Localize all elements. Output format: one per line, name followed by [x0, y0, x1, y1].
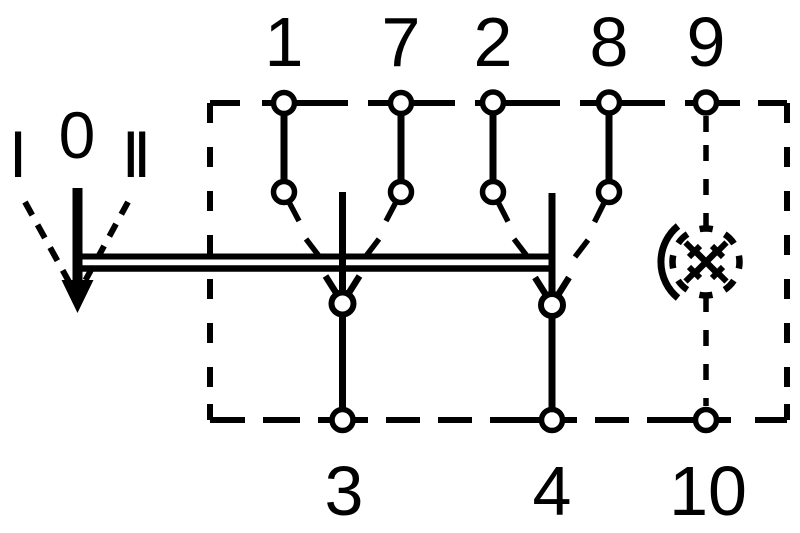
terminal-3-fork-right-prong [345, 274, 363, 296]
arrow-shaft [72, 188, 83, 285]
pole-terminal-4: 4 [532, 193, 572, 530]
terminal-3-label: 3 [325, 452, 364, 530]
position-indicator: I 0 II [9, 98, 153, 313]
position-label-I: I [9, 117, 27, 191]
lamp-spoke-se [715, 270, 729, 284]
lamp-spoke-sw [683, 270, 697, 284]
terminal-7-arm-dash [363, 237, 382, 258]
terminal-2-arm-dash [511, 237, 530, 258]
terminal-4-fork-left-prong [532, 275, 549, 297]
terminal-1-arm-dash [303, 237, 322, 258]
terminal-8: 8 [572, 3, 629, 259]
position-label-0: 0 [59, 98, 96, 172]
terminal-2-contact-tail [496, 201, 511, 223]
terminal-7-contact [387, 178, 415, 206]
terminal-4-fork-right-prong [555, 275, 572, 297]
terminal-9-label: 9 [687, 3, 726, 81]
terminal-8-contact-tail [592, 201, 607, 224]
dashed-enclosure [207, 100, 790, 423]
terminal-7-pin [387, 89, 415, 117]
terminal-3-bridge-contact [328, 289, 357, 318]
lamp-spoke-nw [683, 240, 697, 254]
terminal-8-contact [595, 178, 623, 206]
terminal-2-label: 2 [474, 3, 513, 81]
terminal-9: 9 [687, 3, 726, 132]
position-label-II: II [122, 117, 146, 191]
terminal-8-pin [595, 89, 623, 116]
terminal-10-pin [692, 406, 720, 434]
terminal-10-label: 10 [669, 452, 747, 530]
terminal-2: 2 [474, 3, 530, 258]
terminal-1-contact-tail [287, 201, 302, 223]
position-travel-left-dash [22, 200, 76, 291]
terminal-3-pin [329, 406, 356, 434]
lamp-reflector-arc [657, 223, 681, 301]
terminal-4-label: 4 [533, 452, 572, 530]
arrow-head [61, 280, 94, 313]
terminal-1: 1 [265, 3, 322, 258]
terminal-1-contact [270, 178, 298, 206]
pole-terminal-3: 3 [322, 192, 364, 530]
terminal-8-arm-dash [572, 238, 591, 259]
terminal-1-pin [270, 89, 298, 117]
terminal-7-label: 7 [382, 3, 421, 81]
terminal-2-pin [479, 89, 507, 116]
terminal-1-label: 1 [265, 3, 304, 81]
terminal-4-pin [538, 406, 566, 434]
lamp-dashed-circle [669, 225, 743, 299]
terminal-8-label: 8 [590, 3, 629, 81]
terminal-2-contact [479, 178, 507, 206]
lamp-icon [657, 223, 743, 301]
terminal-3-fork-left-prong [322, 274, 340, 296]
lamp-circuit: 10 [657, 145, 747, 530]
terminal-4-bridge-contact [538, 291, 566, 319]
terminal-7-contact-tail [383, 201, 398, 223]
lamp-x-stroke-2 [693, 249, 719, 275]
down-arrow-icon [61, 188, 94, 313]
terminal-9-pin [692, 89, 720, 116]
lamp-spoke-ne [715, 240, 729, 254]
terminal-7: 7 [363, 3, 421, 258]
